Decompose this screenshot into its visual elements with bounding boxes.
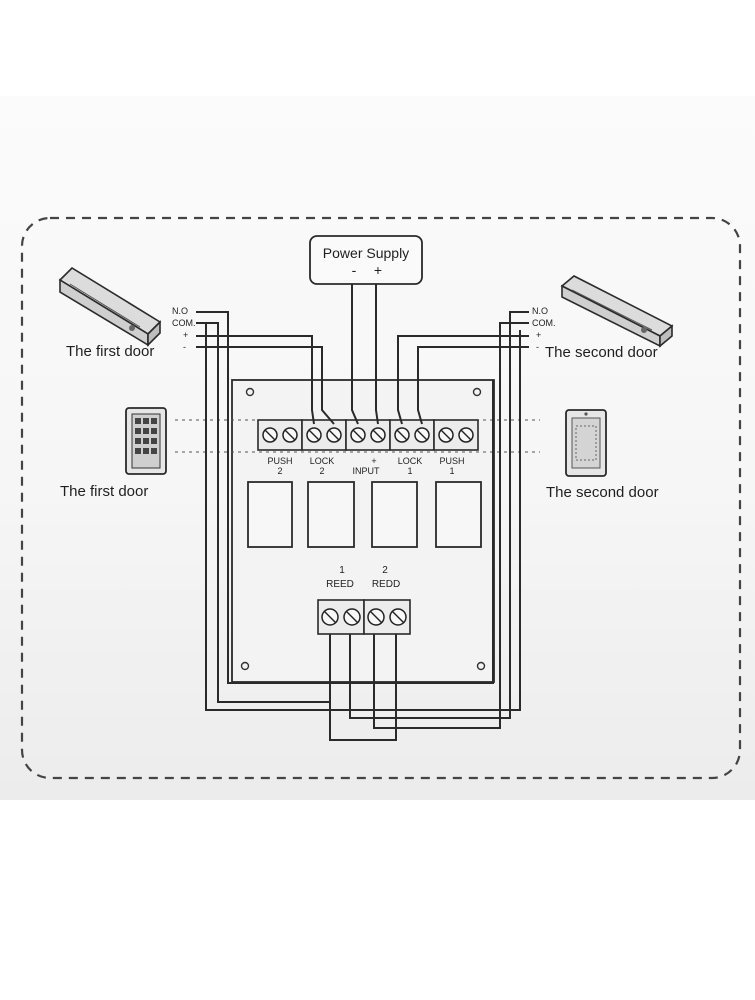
left-reader-caption: The first door	[60, 483, 148, 500]
left-lock-plus: +	[183, 330, 188, 340]
right-lock-no: N.O	[532, 306, 548, 316]
power-supply-minus: -	[352, 262, 357, 278]
reed-labels: 1 2 REED REDD	[326, 565, 400, 590]
right-lock-com: COM.	[532, 318, 556, 328]
terminal-push2-label: PUSH	[267, 456, 292, 466]
reed-num-1: 1	[339, 565, 345, 576]
right-lock-caption: The second door	[545, 344, 658, 361]
power-supply: Power Supply - +	[309, 235, 423, 285]
terminal-lock2-label: LOCK	[310, 456, 335, 466]
right-magnetic-lock-icon	[560, 275, 674, 348]
right-lock-plus: +	[536, 330, 541, 340]
terminal-push1-num: 1	[449, 466, 454, 476]
terminal-lock1-num: 1	[407, 466, 412, 476]
relays	[247, 481, 482, 548]
power-supply-plus: +	[374, 262, 382, 278]
right-reader-caption: The second door	[546, 484, 659, 501]
left-magnetic-lock-icon	[58, 266, 162, 347]
left-lock-no: N.O	[172, 306, 188, 316]
left-lock-com: COM.	[172, 318, 196, 328]
left-lock-caption: The first door	[66, 343, 154, 360]
reed-num-2: 2	[382, 565, 388, 576]
terminal-input-sign: +	[371, 456, 376, 466]
power-supply-title: Power Supply	[323, 245, 409, 261]
terminal-push2-num: 2	[277, 466, 282, 476]
terminal-push1-label: PUSH	[439, 456, 464, 466]
terminal-strip	[257, 419, 479, 451]
right-card-reader-icon	[565, 409, 607, 477]
left-keypad-reader-icon	[125, 407, 167, 475]
terminal-labels: PUSH 2 LOCK 2 + INPUT LOCK 1 PUSH 1	[267, 456, 464, 476]
terminal-lock2-num: 2	[319, 466, 324, 476]
reed-label-2: REDD	[372, 579, 400, 590]
terminal-lock1-label: LOCK	[398, 456, 423, 466]
right-lock-minus: -	[536, 342, 539, 352]
terminal-input-label: INPUT	[353, 466, 381, 476]
left-lock-minus: -	[183, 342, 186, 352]
dashed-frame	[20, 216, 742, 780]
wires	[196, 284, 529, 741]
reed-label-1: REED	[326, 579, 354, 590]
reed-terminals	[317, 599, 411, 635]
